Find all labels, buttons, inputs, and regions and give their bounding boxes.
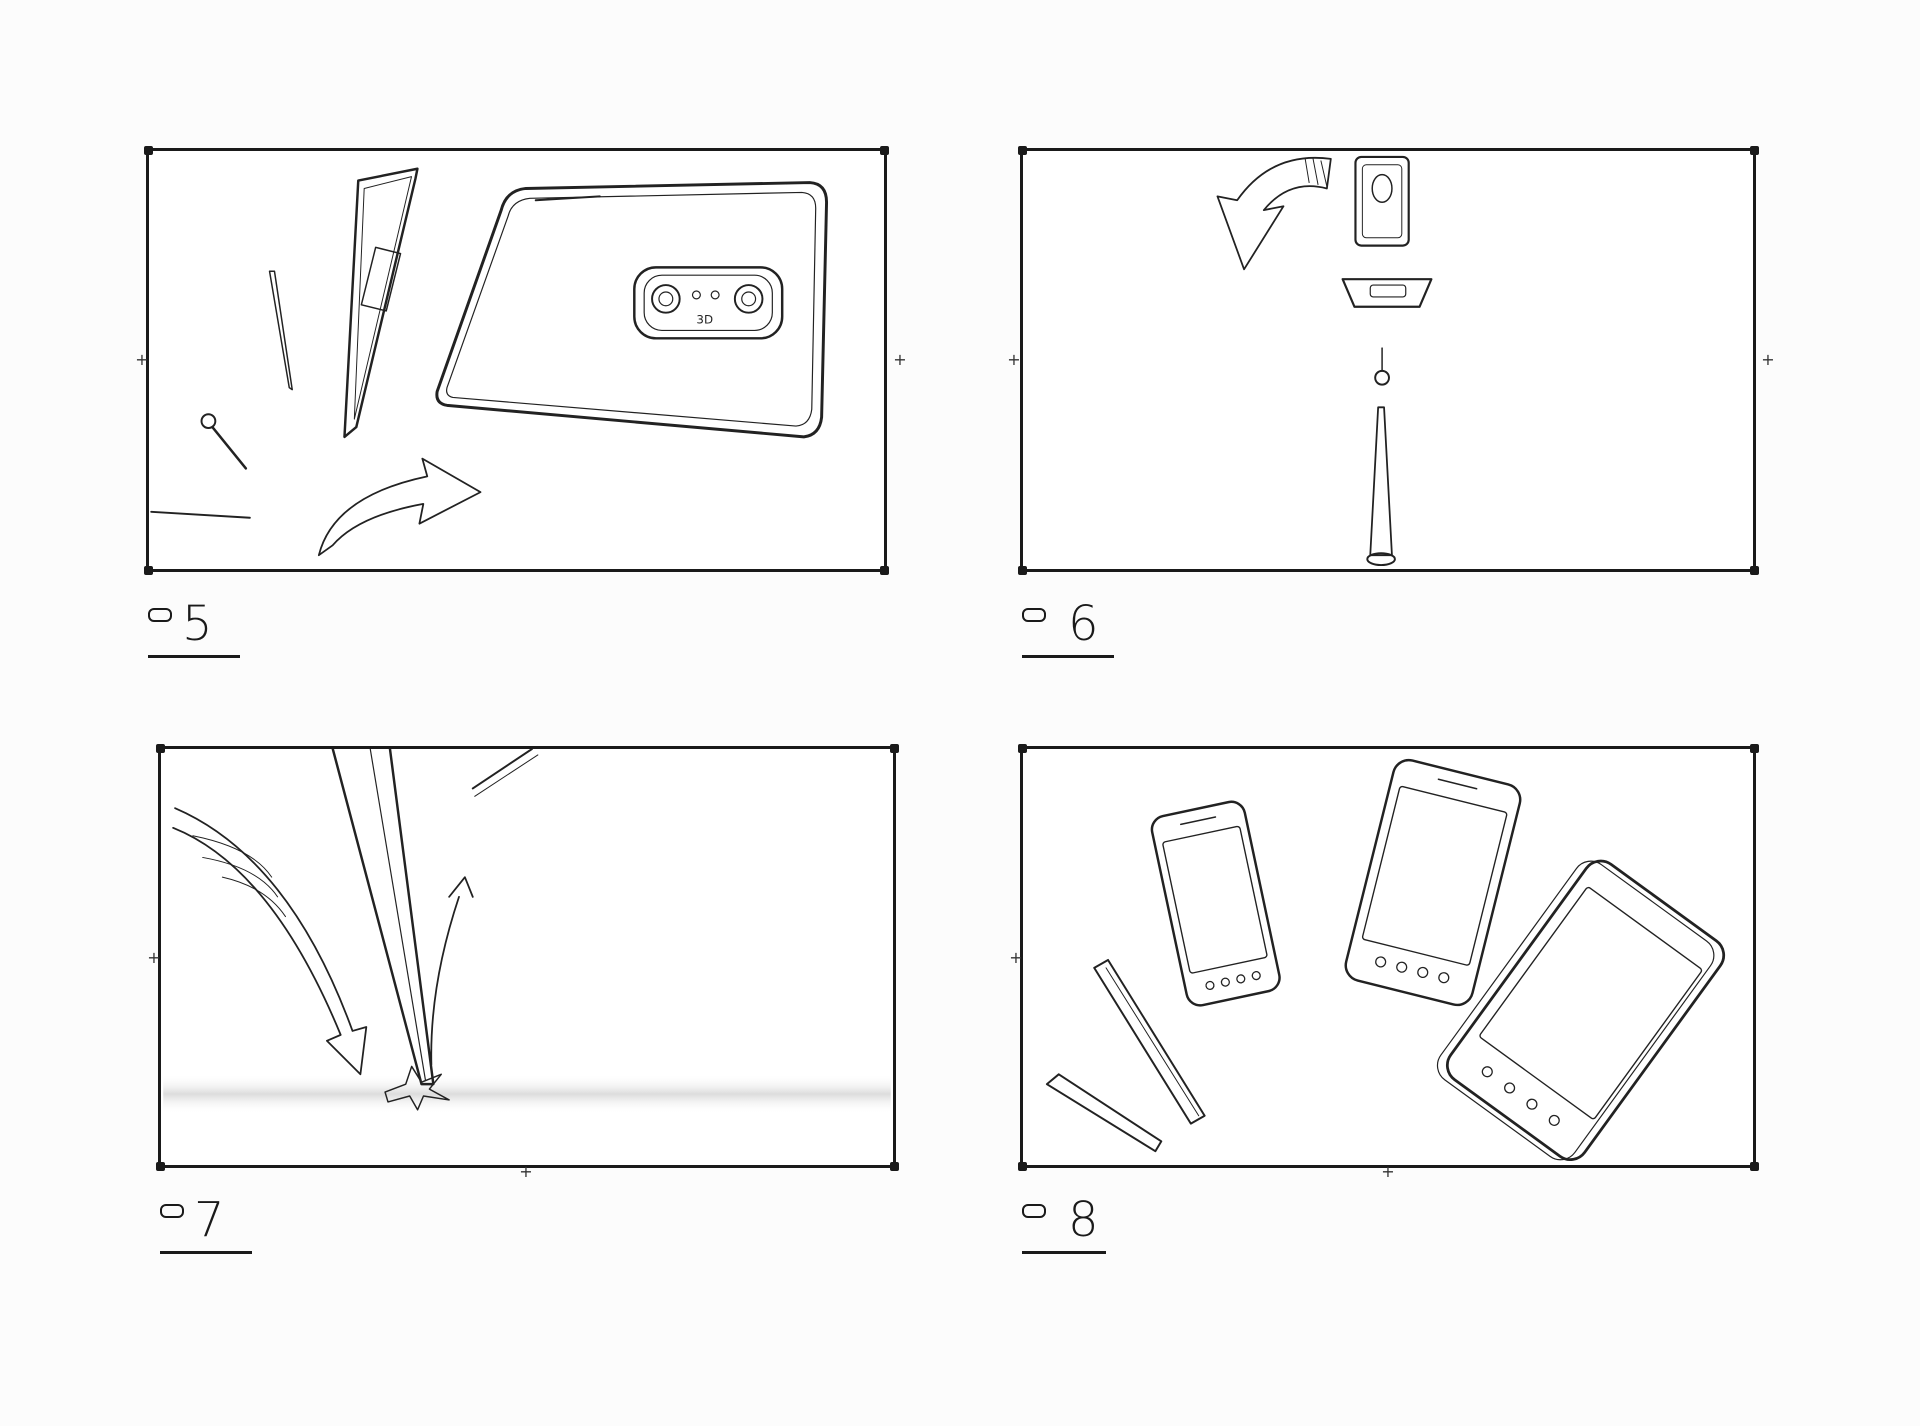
- storyboard-panel-08: [1020, 746, 1756, 1168]
- panel-label-underline: [1022, 655, 1114, 658]
- registration-mark: +: [893, 350, 907, 369]
- panel-number: 7: [194, 1192, 229, 1248]
- panel-05-sketch: 3D: [150, 167, 829, 557]
- panel-label-05: 5: [148, 596, 240, 658]
- panel-label-06: 6: [1022, 596, 1114, 658]
- panel-label-07: 7: [160, 1192, 252, 1254]
- registration-mark: +: [147, 948, 161, 967]
- storyboard-panel-06: [1020, 148, 1756, 572]
- panel-08-sketch: [1045, 758, 1726, 1161]
- svg-text:3D: 3D: [696, 313, 713, 327]
- registration-mark: +: [135, 350, 149, 369]
- registration-mark: +: [1761, 350, 1775, 369]
- registration-mark: +: [1381, 1162, 1395, 1181]
- registration-mark: +: [1009, 948, 1023, 967]
- panel-label-underline: [148, 655, 240, 658]
- panel-label-marker: [148, 608, 172, 622]
- panel-number: 6: [1068, 596, 1103, 652]
- panel-label-underline: [160, 1251, 252, 1254]
- panel-06-sketch: [1216, 155, 1433, 567]
- panel-label-marker: [1022, 608, 1046, 622]
- registration-mark: +: [1007, 350, 1021, 369]
- panel-number: 5: [182, 596, 217, 652]
- panel-07-sketch: [163, 749, 891, 1114]
- panel-label-marker: [160, 1204, 184, 1218]
- panel-label-underline: [1022, 1251, 1106, 1254]
- panel-number: 8: [1068, 1192, 1103, 1248]
- registration-mark: +: [519, 1162, 533, 1181]
- storyboard-panel-07: [158, 746, 896, 1168]
- storyboard-panel-05: 3D: [146, 148, 887, 572]
- panel-label-marker: [1022, 1204, 1046, 1218]
- panel-label-08: 8: [1022, 1192, 1106, 1254]
